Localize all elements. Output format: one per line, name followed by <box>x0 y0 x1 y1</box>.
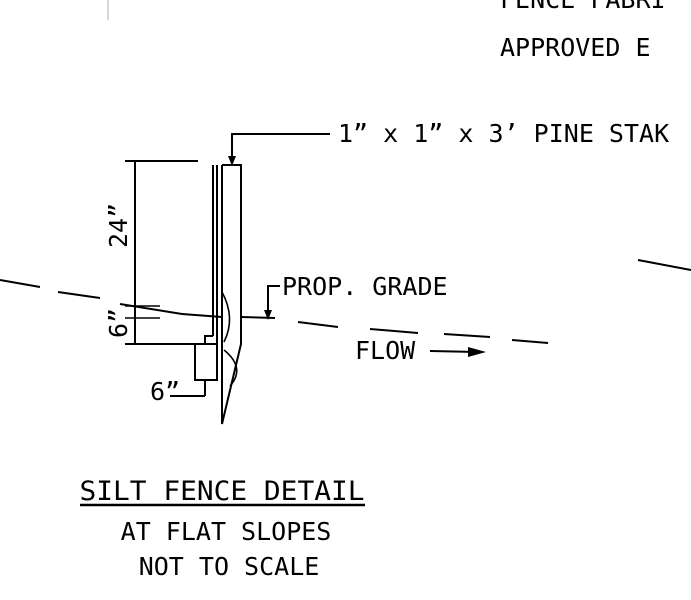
fence-fabric <box>204 165 218 344</box>
detail-subtitle: AT FLAT SLOPES <box>121 517 332 546</box>
flow-label: FLOW <box>355 336 416 365</box>
header-note-line-2: APPROVED E <box>500 33 651 62</box>
pine-stake <box>221 164 242 425</box>
proposed-grade-line <box>0 279 549 344</box>
header-note-line-1: FENCE FABRI <box>500 0 666 14</box>
trench-box <box>194 343 218 396</box>
detail-scale-note: NOT TO SCALE <box>139 552 320 581</box>
dim-6-horizontal-label: 6” <box>150 377 180 406</box>
dim-24-label: 24” <box>104 203 133 248</box>
stake-leader <box>228 133 330 166</box>
dim-6-vertical-label: 6” <box>104 308 133 338</box>
grade-leader-arrowhead <box>264 310 272 320</box>
stake-label: 1” x 1” x 3’ PINE STAK <box>338 119 669 148</box>
flow-arrow <box>429 347 486 357</box>
grade-line-right-fragment <box>637 259 691 271</box>
detail-title: SILT FENCE DETAIL <box>80 476 365 507</box>
grade-leader <box>267 285 280 314</box>
vertical-dimension-lines <box>125 160 198 345</box>
grade-label: PROP. GRADE <box>282 272 448 301</box>
